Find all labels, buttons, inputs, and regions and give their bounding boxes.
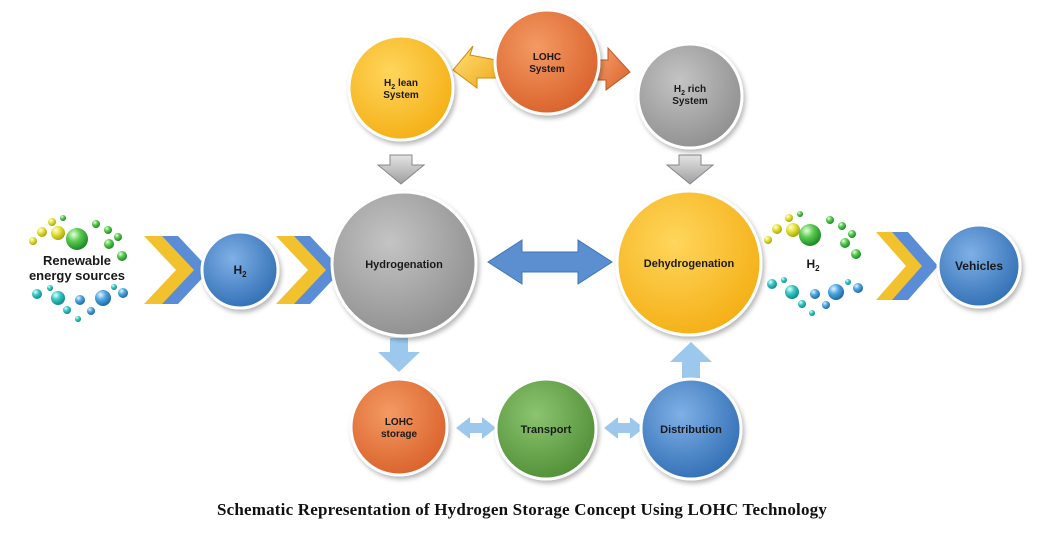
- chevron-arrow-h2-to-vehicles: [876, 232, 938, 300]
- arrow-to-h2-lean: [452, 45, 499, 89]
- chevron-arrow-renewable-to-h2: [144, 236, 210, 304]
- node-hydrogenation: Hydrogenation: [330, 190, 478, 338]
- arrow-transport-distribution: [604, 417, 644, 439]
- arrow-hydrogenation-dehydrogenation: [487, 239, 613, 285]
- lohc-storage-line1: LOHC: [385, 417, 413, 428]
- bubble-cluster-right: [764, 211, 863, 316]
- arrow-rich-to-dehydrogenation: [665, 154, 715, 185]
- renewable-line2: energy sources: [29, 268, 125, 283]
- renewable-line1: Renewable: [43, 253, 111, 268]
- lohc-system-line1: LOHC: [533, 52, 561, 63]
- arrow-hydrogenation-to-storage: [378, 338, 420, 372]
- h2-rich-line1: H2 rich: [674, 84, 706, 97]
- lohc-storage-line2: storage: [381, 429, 418, 440]
- node-h2-rich-system: H2 rich System: [636, 42, 744, 150]
- h2-lean-line2: System: [383, 90, 419, 101]
- dehydrogenation-label: Dehydrogenation: [644, 258, 735, 270]
- node-vehicles: Vehicles: [936, 223, 1022, 309]
- transport-label: Transport: [521, 424, 572, 436]
- node-dehydrogenation: Dehydrogenation: [615, 189, 763, 337]
- arrow-to-h2-rich: [597, 46, 631, 91]
- arrow-lean-to-hydrogenation: [376, 154, 426, 185]
- h2-rich-line2: System: [672, 96, 708, 107]
- bubble-cluster-left: [29, 215, 128, 322]
- node-h2-lean-system: H2 lean System: [347, 34, 455, 142]
- node-h2-right: H2: [806, 257, 820, 273]
- h2-left-label: H2: [233, 263, 247, 279]
- lohc-system-line2: System: [529, 64, 565, 75]
- node-renewable-energy-sources: Renewable energy sources: [29, 253, 125, 283]
- node-transport: Transport: [494, 377, 598, 481]
- hydrogenation-label: Hydrogenation: [365, 259, 443, 271]
- h2-lean-line1: H2 lean: [384, 78, 418, 91]
- arrow-distribution-to-dehydrogenation: [670, 342, 712, 378]
- node-distribution: Distribution: [639, 377, 743, 481]
- node-lohc-system: LOHC System: [493, 8, 601, 116]
- vehicles-label: Vehicles: [955, 259, 1003, 273]
- h2-right-label: H2: [806, 257, 820, 273]
- arrow-storage-transport: [456, 417, 496, 439]
- distribution-label: Distribution: [660, 424, 722, 436]
- figure-caption: Schematic Representation of Hydrogen Sto…: [216, 500, 828, 519]
- lohc-diagram: LOHC System H2 lean System H2 rich Syste…: [29, 8, 1022, 481]
- node-h2-left: H2: [200, 230, 280, 310]
- node-lohc-storage: LOHC storage: [349, 377, 449, 477]
